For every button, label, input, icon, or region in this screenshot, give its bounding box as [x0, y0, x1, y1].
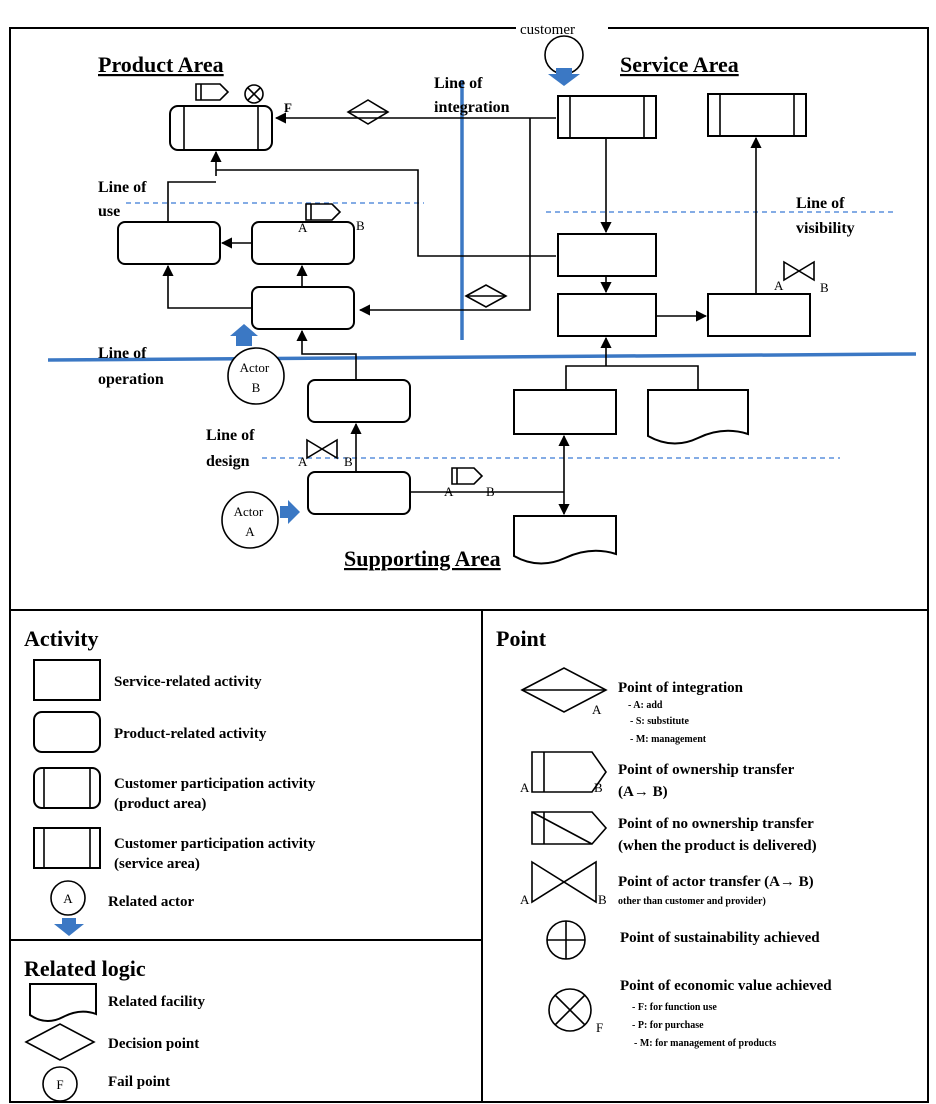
legend-service-activity-icon: [33, 659, 101, 701]
line-of-use-label: Line of use: [98, 179, 150, 220]
legend-decision-icon: [24, 1023, 96, 1061]
point-a-label: A: [774, 278, 784, 293]
support-product-activity-lower: [307, 471, 411, 515]
service-activity-2: [557, 293, 657, 337]
legend-no-ownership-icon: [531, 811, 608, 845]
legend-ownership-icon: [531, 751, 607, 793]
service-customer-activity-right: [707, 93, 807, 137]
actor-a-arrow: [280, 500, 300, 524]
legend-actor-icon: [50, 880, 86, 916]
line-of-operation: [47, 352, 917, 362]
product-area-title: Product Area: [98, 52, 224, 77]
point-b-label: B: [344, 454, 353, 469]
service-customer-activity: [557, 95, 657, 139]
legend-actor-transfer-b: B: [598, 892, 607, 907]
support-facility: [647, 389, 749, 445]
actor-b-circle: [227, 347, 285, 405]
legend-customer-service: Customer participation activity (service…: [114, 836, 319, 872]
ownership-transfer-icon: [305, 203, 342, 221]
legend-decision-point: Decision point: [108, 1036, 199, 1052]
product-customer-activity: [169, 105, 273, 151]
legend-no-ownership: Point of no ownership transfer (when the…: [618, 816, 817, 854]
ownership-transfer-icon: [451, 467, 484, 485]
point-b-label: B: [356, 218, 365, 233]
ownership-transfer-icon: [195, 83, 230, 101]
line-of-design-label: Line of design: [206, 427, 258, 470]
actor-a-label: Actor A: [234, 504, 267, 539]
legend-ownership-a: A: [520, 780, 530, 795]
customer-label: customer: [520, 22, 575, 38]
legend-economic-subs: - F: for function use - P: for purchase …: [632, 1002, 776, 1049]
legend-actor-letter: A: [63, 891, 73, 906]
legend-related-facility: Related facility: [108, 994, 206, 1010]
product-activity-left: [117, 221, 221, 265]
actor-a-circle: [221, 491, 279, 549]
legend-sustainability: Point of sustainability achieved: [620, 930, 820, 946]
legend-service-activity: Service-related activity: [114, 674, 262, 690]
legend-product-activity-icon: [33, 711, 101, 753]
point-a-label: A: [298, 220, 308, 235]
legend-flow-arrow-icon: [54, 918, 84, 936]
actor-b-arrow: [230, 324, 258, 346]
legend-point-title: Point: [496, 626, 547, 651]
support-service-activity: [513, 389, 617, 435]
legend-integration-subs: - A: add - S: substitute - M: management: [628, 700, 707, 745]
line-of-visibility-label: Line of visibility: [796, 195, 855, 237]
economic-value-icon: [244, 84, 264, 104]
support-facility-lower: [513, 515, 617, 565]
point-b-label: B: [820, 280, 829, 295]
legend-activity-title: Activity: [24, 626, 99, 651]
legend-point-frame: [481, 609, 929, 1103]
legend-ownership-b: B: [594, 780, 603, 795]
legend-fail-icon: [42, 1066, 78, 1102]
line-of-operation-label: Line of operation: [98, 345, 164, 388]
legend-economic-mark: F: [596, 1020, 603, 1035]
line-of-integration-label: Line of integration: [434, 75, 510, 116]
legend-customer-product-icon: [33, 767, 101, 809]
product-activity-lower: [251, 286, 355, 330]
point-a-label: A: [298, 454, 308, 469]
legend-economic: Point of economic value achieved: [620, 978, 832, 994]
customer-arrow: [548, 68, 580, 86]
legend-actor-transfer-sub: other than customer and provider): [618, 896, 766, 907]
actor-b-label: Actor B: [240, 360, 273, 395]
legend-actor-transfer-icon: [531, 860, 597, 904]
actor-transfer-icon: [306, 438, 338, 460]
service-area-title: Service Area: [620, 52, 739, 77]
legend-economic-icon: [548, 988, 592, 1032]
support-product-activity-upper: [307, 379, 411, 423]
legend-related-actor: Related actor: [108, 894, 195, 910]
legend-integration: Point of integration: [618, 680, 744, 696]
legend-fail-point: Fail point: [108, 1074, 170, 1090]
legend-product-activity: Product-related activity: [114, 726, 267, 742]
legend-customer-product: Customer participation activity (product…: [114, 776, 319, 812]
legend-fail-letter: F: [56, 1077, 63, 1092]
legend-sustainability-icon: [546, 920, 586, 960]
legend-ownership: Point of ownership transfer (A→ B): [618, 762, 798, 800]
legend-customer-service-icon: [33, 827, 101, 869]
legend-logic-title: Related logic: [24, 956, 146, 981]
fail-point-mark: F: [284, 100, 292, 115]
legend-actor-transfer: Point of actor transfer (A→ B): [618, 874, 814, 890]
legend-integration-mark: A: [592, 702, 602, 717]
service-activity-1: [557, 233, 657, 277]
actor-transfer-icon: [783, 260, 815, 282]
legend-facility-icon: [29, 983, 97, 1022]
customer-label-bg: [516, 18, 608, 40]
legend-actor-transfer-a: A: [520, 892, 530, 907]
supporting-area-title: Supporting Area: [344, 546, 501, 571]
service-activity-right: [707, 293, 811, 337]
